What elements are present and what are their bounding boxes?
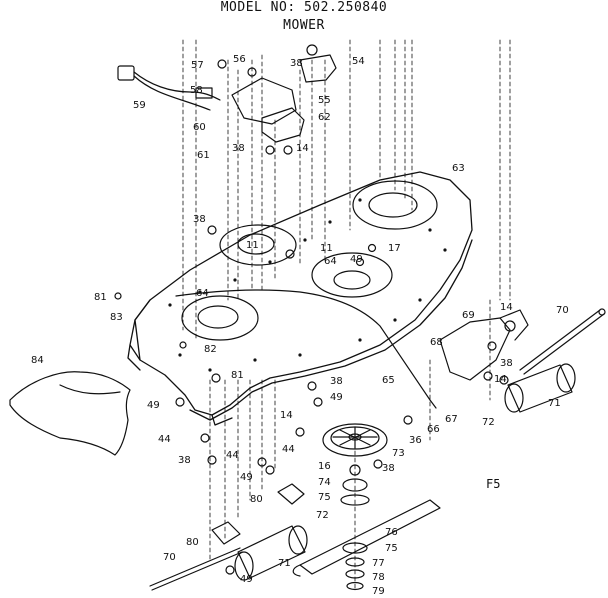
part-label: 14 (296, 143, 309, 154)
part-label: 80 (250, 494, 263, 505)
part-label: 54 (352, 56, 365, 67)
part-label: 62 (318, 112, 331, 123)
part-label: 58 (190, 85, 203, 96)
part-label: 36 (409, 435, 422, 446)
bar-70-lower (149, 547, 243, 591)
spindle-mount-left (181, 295, 259, 341)
part-label: 38 (178, 455, 191, 466)
part-label: 71 (548, 398, 561, 409)
part-label: 67 (445, 414, 458, 425)
part-label: 81 (94, 292, 107, 303)
part-label: 72 (482, 417, 495, 428)
part-label: 49 (147, 400, 160, 411)
part-label: 75 (385, 543, 398, 554)
part-label: 82 (204, 344, 217, 355)
part-label: 44 (282, 444, 295, 455)
part-label: 38 (500, 358, 513, 369)
part-label: 14 (280, 410, 293, 421)
part-label: 57 (191, 60, 204, 71)
blade-76 (292, 499, 441, 577)
part-label: 70 (556, 305, 569, 316)
part-label: 11 (320, 243, 333, 254)
part-label: 11 (246, 240, 259, 251)
part-label: 14 (494, 374, 507, 385)
figure-label: F5 (486, 477, 500, 491)
part-label: 38 (193, 214, 206, 225)
front-bracket (439, 309, 529, 381)
part-label: 38 (330, 376, 343, 387)
deck-rivets (168, 198, 447, 372)
part-label: 14 (500, 302, 513, 313)
part-label: 78 (372, 572, 385, 583)
discharge-deflector-84 (9, 371, 131, 456)
part-label: 44 (226, 450, 239, 461)
bottom-hardware-stack (342, 542, 368, 591)
part-label: 68 (430, 337, 443, 348)
part-label: 81 (231, 370, 244, 381)
part-label: 49 (330, 392, 343, 403)
upper-bracket-assembly (231, 44, 337, 155)
part-label: 75 (318, 492, 331, 503)
part-label: 79 (372, 586, 385, 597)
roller-71-right (504, 363, 576, 413)
spindle-mount-center (219, 224, 297, 266)
spindle-parts-74-75 (340, 464, 370, 506)
part-label: 55 (318, 95, 331, 106)
part-label: 84 (31, 355, 44, 366)
part-label: 38 (232, 143, 245, 154)
part-label: 63 (452, 163, 465, 174)
part-label: 49 (350, 254, 363, 265)
assembly-guide-lines (182, 39, 511, 591)
part-label: 65 (382, 375, 395, 386)
part-label: 64 (196, 288, 209, 299)
part-label: 76 (385, 527, 398, 538)
model-number-title: MODEL NO: 502.250840 (220, 0, 388, 15)
diagram-subtitle: MOWER (283, 18, 325, 33)
part-label: 72 (316, 510, 329, 521)
part-label: 74 (318, 477, 331, 488)
part-label: 71 (278, 558, 291, 569)
part-label: 17 (388, 243, 401, 254)
part-label: 73 (392, 448, 405, 459)
part-label: 64 (324, 256, 337, 267)
part-label: 49 (240, 574, 253, 585)
part-label: 44 (158, 434, 171, 445)
part-label: 66 (427, 424, 440, 435)
part-label: 60 (193, 122, 206, 133)
deck-opening-rear (352, 180, 438, 230)
part-label: 83 (110, 312, 123, 323)
part-label: 77 (372, 558, 385, 569)
part-label: 70 (163, 552, 176, 563)
small-hardware (114, 59, 509, 575)
mower-deck (127, 171, 473, 426)
part-label: 80 (186, 537, 199, 548)
part-label: 61 (197, 150, 210, 161)
part-number-labels: 57 56 38 54 59 58 55 62 60 61 38 14 63 3… (31, 54, 569, 597)
lift-rod-65 (175, 289, 437, 409)
part-label: 59 (133, 100, 146, 111)
bar-70-upper (519, 308, 606, 375)
bracket-80 (211, 483, 305, 545)
part-label: 49 (240, 472, 253, 483)
part-label: 38 (382, 463, 395, 474)
roller-71-lower (234, 525, 308, 581)
pulley-73 (322, 423, 388, 457)
part-label: 56 (233, 54, 246, 65)
part-label: 38 (290, 58, 303, 69)
wire-harness-59 (117, 65, 221, 111)
spindle-mount-right (311, 252, 393, 298)
part-label: 69 (462, 310, 475, 321)
part-label: 16 (318, 461, 331, 472)
